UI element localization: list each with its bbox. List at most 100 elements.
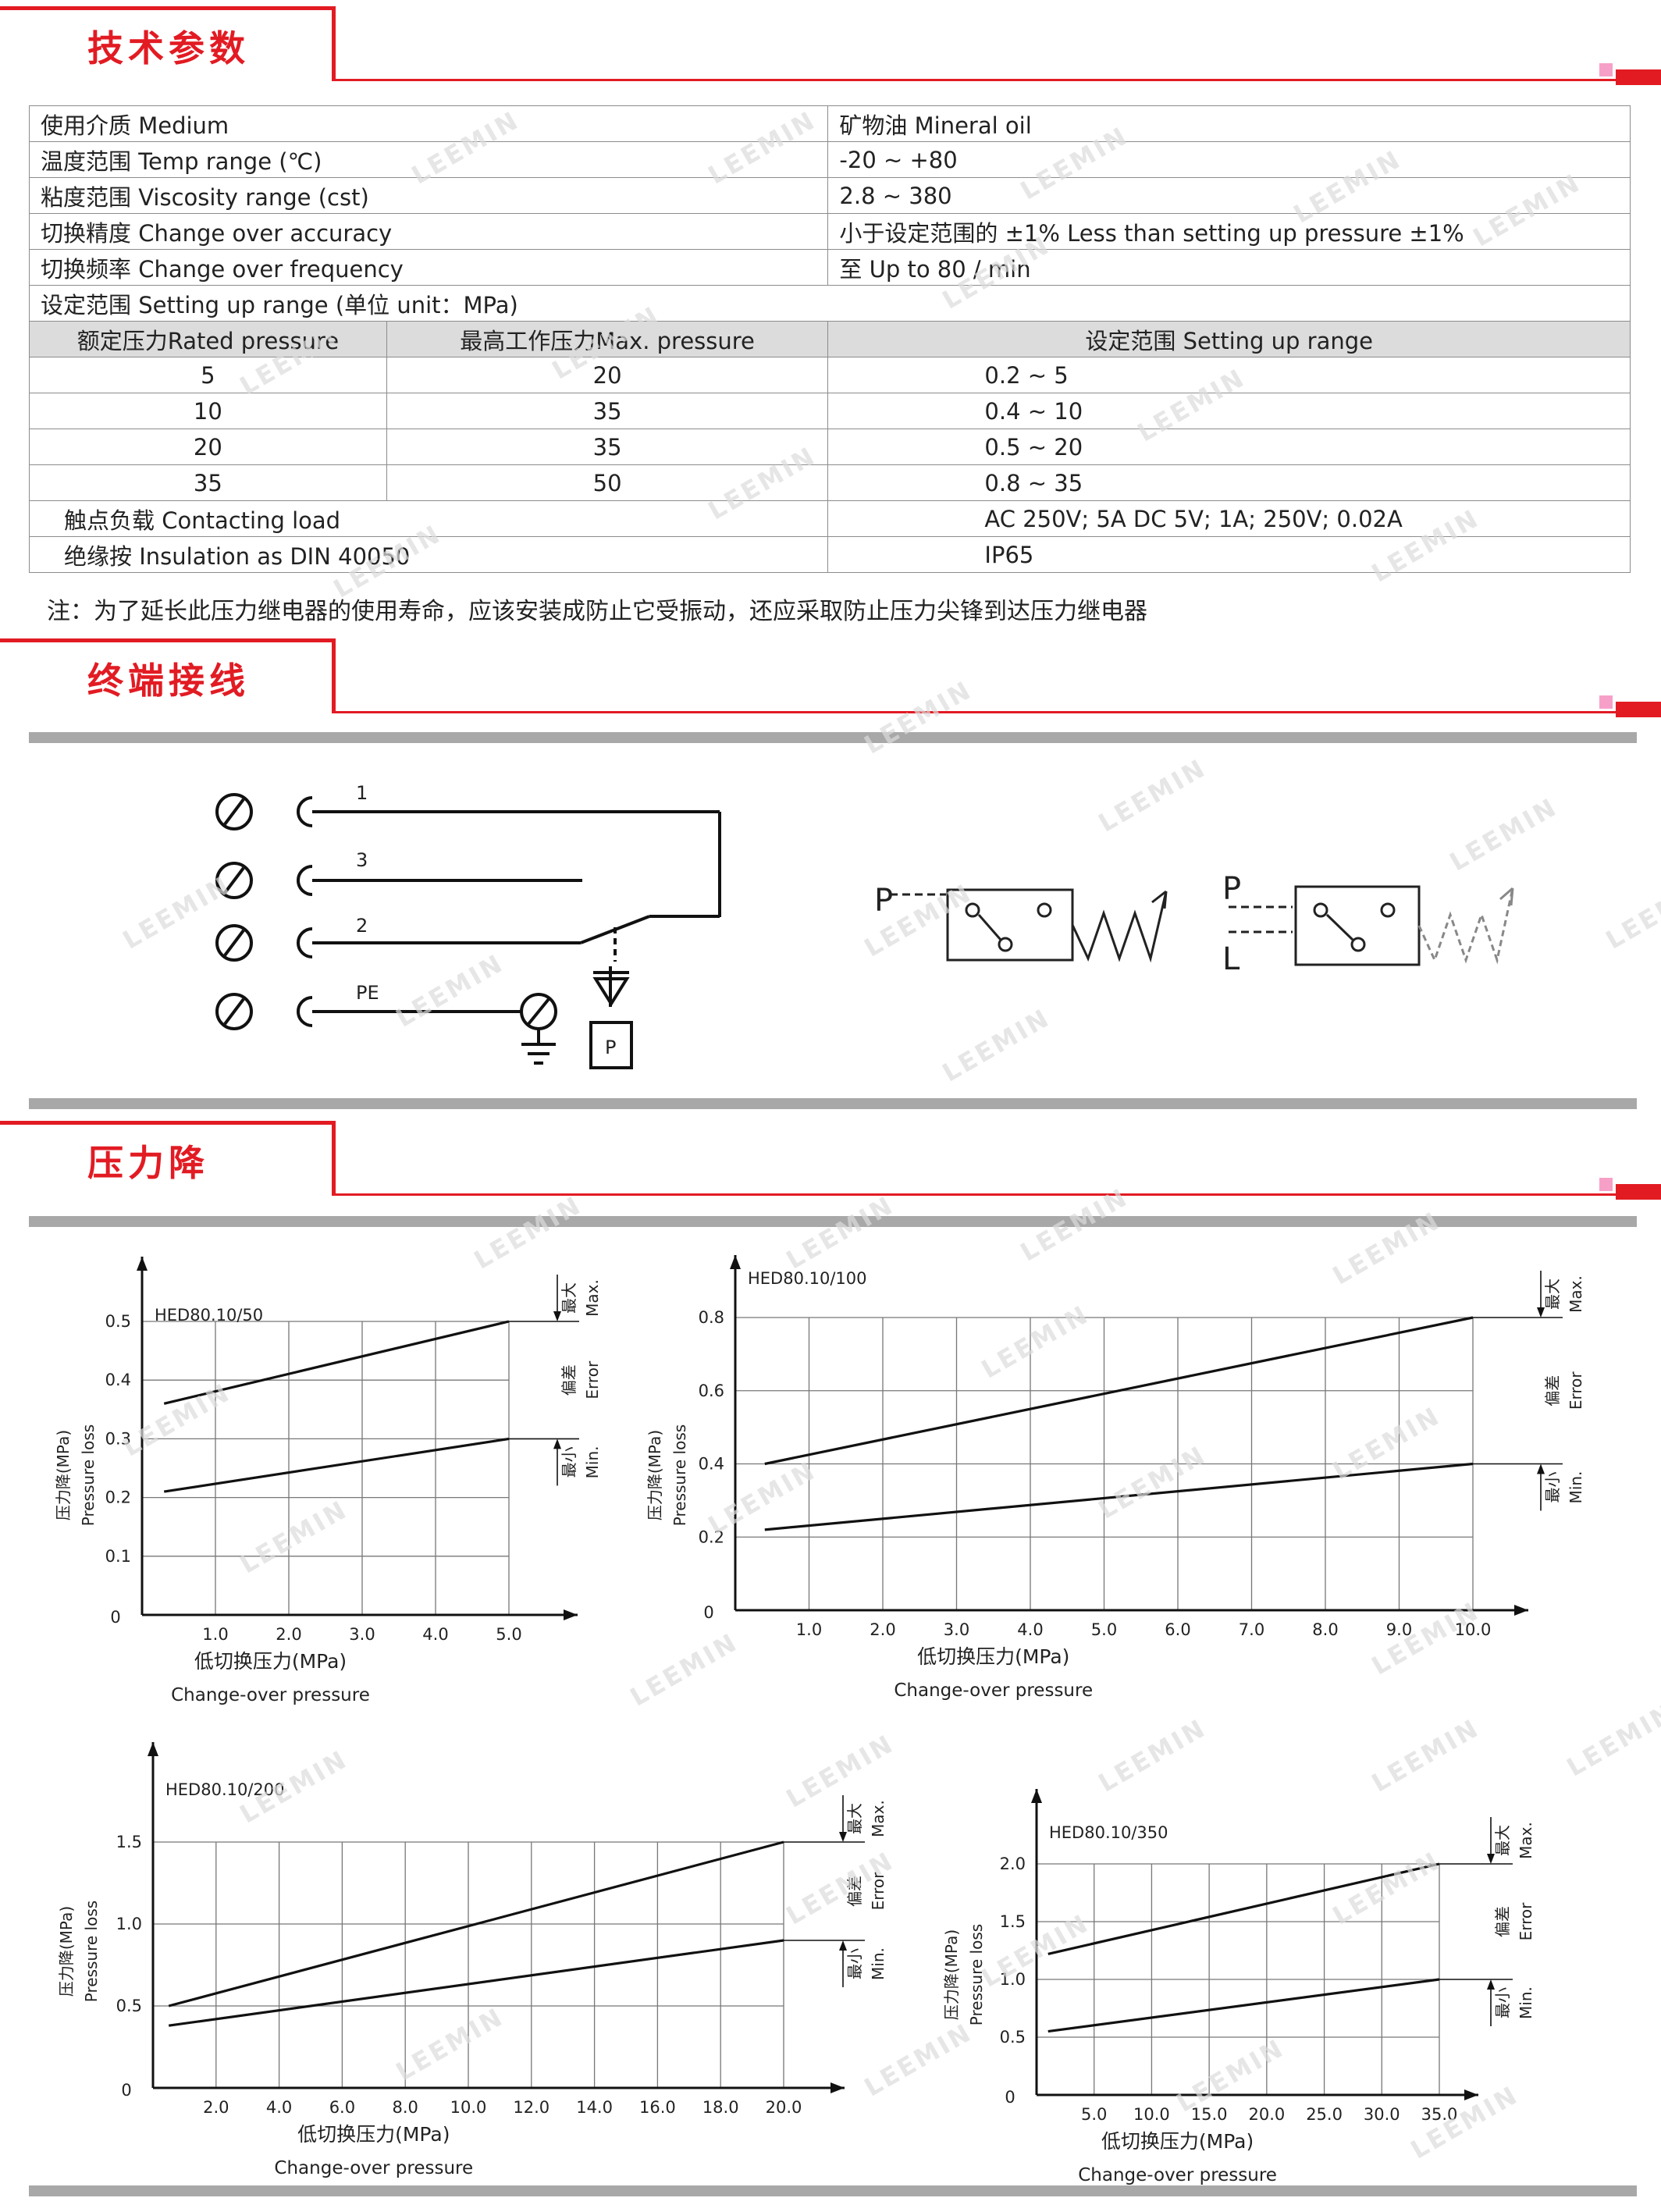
x-tick-label: 1.0 — [202, 1625, 228, 1644]
range-cell-max: 50 — [386, 464, 829, 501]
max-arrow-head — [839, 1832, 847, 1842]
series-line-min — [163, 1437, 510, 1493]
range-cell-setting: 0.2 ~ 5 — [827, 357, 1631, 393]
spec-label: 使用介质 Medium — [28, 105, 829, 142]
series-line-min — [1047, 1978, 1440, 2033]
x-tick-label: 25.0 — [1306, 2105, 1343, 2124]
pressure-sensor-icon — [589, 966, 633, 1069]
screw-terminal-pe — [215, 993, 313, 1030]
x-axis-label-cn: 低切换压力(MPa) — [917, 1645, 1069, 1668]
grey-divider — [29, 1098, 1637, 1109]
red-bar-mark — [1616, 702, 1661, 717]
x-tick-label: 4.0 — [422, 1625, 448, 1644]
grey-divider — [29, 732, 1637, 743]
section-tab-frame — [0, 638, 336, 713]
series-line-min — [764, 1462, 1474, 1531]
error-label-en: Error — [1567, 1371, 1585, 1410]
symbol2-p-label: P — [1222, 871, 1241, 907]
usage-note: 注：为了延长此压力继电器的使用寿命，应该安装成防止它受振动，还应采取防止压力尖锋… — [47, 598, 1147, 625]
origin-label: 0 — [703, 1603, 713, 1622]
max-label-cn: 最大 — [560, 1282, 578, 1314]
x-tick-label: 14.0 — [576, 2098, 613, 2117]
x-tick-label: 5.0 — [1091, 1620, 1117, 1639]
x-tick-label: 30.0 — [1364, 2105, 1400, 2124]
y-tick-label: 0.6 — [699, 1382, 724, 1400]
setting-caption-row: 设定范围 Setting up range (单位 unit：MPa) — [29, 285, 1631, 322]
error-label-cn: 偏差 — [845, 1876, 864, 1907]
insulation-value: IP65 — [827, 536, 1631, 573]
section-rule — [336, 79, 1616, 81]
section-title-wiring: 终端接线 — [87, 660, 250, 702]
max-label-en: Max. — [1517, 1822, 1535, 1859]
y-axis-arrow — [1031, 1789, 1042, 1803]
x-tick-label: 2.0 — [870, 1620, 895, 1639]
terminal-label-3: 3 — [356, 849, 368, 871]
error-label-cn: 偏差 — [560, 1364, 578, 1396]
max-label-en: Max. — [583, 1279, 602, 1317]
terminal-label-pe: PE — [356, 982, 379, 1004]
spec-value: 至 Up to 80 / min — [827, 249, 1631, 286]
origin-label: 0 — [121, 2081, 131, 2100]
screw-terminal-1 — [215, 793, 313, 830]
y-tick-label: 0.8 — [699, 1308, 724, 1327]
range-row: 20 35 0.5 ~ 20 — [29, 429, 1631, 465]
x-tick-label: 4.0 — [266, 2098, 292, 2117]
x-axis-arrow — [1514, 1605, 1528, 1616]
chart-title: HED80.10/100 — [748, 1269, 867, 1288]
y-tick-label: 1.5 — [1000, 1912, 1026, 1931]
y-tick-label: 0.4 — [699, 1455, 724, 1474]
origin-label: 0 — [110, 1608, 120, 1627]
x-tick-label: 5.0 — [496, 1625, 521, 1644]
sensor-label: P — [605, 1037, 616, 1058]
section-title-pressure: 压力降 — [87, 1142, 209, 1184]
y-axis-label-en: Pressure loss — [670, 1424, 689, 1526]
x-tick-label: 10.0 — [1133, 2105, 1170, 2124]
min-label-en: Min. — [1567, 1471, 1585, 1504]
terminal-label-2: 2 — [356, 915, 368, 937]
x-tick-label: 2.0 — [276, 1625, 301, 1644]
y-axis-label-en: Pressure loss — [79, 1424, 98, 1526]
pressure-section-header: 压力降 — [0, 1121, 1661, 1200]
spec-table: 使用介质 Medium 矿物油 Mineral oil 温度范围 Temp ra… — [28, 105, 1631, 573]
y-tick-label: 0.2 — [699, 1527, 724, 1546]
range-cell-setting: 0.4 ~ 10 — [827, 393, 1631, 429]
series-line-max — [163, 1320, 510, 1405]
y-axis-arrow — [730, 1255, 741, 1269]
min-label-cn: 最小 — [845, 1948, 864, 1979]
range-header-setting: 设定范围 Setting up range — [827, 321, 1631, 357]
chart-title: HED80.10/50 — [155, 1306, 263, 1325]
min-label-cn: 最小 — [1493, 1987, 1512, 2018]
screw-terminal-3 — [215, 862, 313, 899]
y-axis-arrow — [137, 1257, 148, 1271]
range-cell-max: 35 — [386, 429, 829, 465]
y-tick-label: 0.2 — [105, 1488, 131, 1507]
wiring-diagram: 1 3 2 PE P P P L — [215, 782, 1514, 1069]
spec-label: 粘度范围 Viscosity range (cst) — [28, 177, 829, 214]
load-row: 触点负载 Contacting load AC 250V; 5A DC 5V; … — [28, 500, 1631, 537]
x-tick-label: 8.0 — [392, 2098, 418, 2117]
min-label-en: Min. — [869, 1947, 887, 1980]
red-bar-mark — [1616, 69, 1661, 85]
x-axis-label-en: Change-over pressure — [171, 1685, 370, 1705]
range-row: 5 20 0.2 ~ 5 — [29, 357, 1631, 393]
error-label-en: Error — [1517, 1902, 1535, 1941]
grey-divider — [29, 1216, 1637, 1227]
y-axis-label-en: Pressure loss — [967, 1924, 986, 2025]
min-label-en: Min. — [1517, 1986, 1535, 2019]
spec-label: 切换精度 Change over accuracy — [28, 213, 829, 250]
screw-terminal-2 — [215, 924, 313, 962]
y-axis-label-cn: 压力降(MPa) — [942, 1929, 961, 2020]
wiring-section-header: 终端接线 — [0, 638, 1661, 718]
x-axis-label-en: Change-over pressure — [274, 2158, 473, 2178]
x-tick-label: 5.0 — [1081, 2105, 1107, 2124]
x-axis-label-en: Change-over pressure — [1078, 2165, 1277, 2185]
red-bar-mark — [1616, 1184, 1661, 1200]
y-tick-label: 0.5 — [105, 1312, 131, 1331]
pink-square-mark — [1599, 63, 1613, 76]
spec-value: 矿物油 Mineral oil — [827, 105, 1631, 142]
x-tick-label: 20.0 — [1248, 2105, 1285, 2124]
spec-section-header: 技术参数 — [0, 6, 1661, 86]
setting-caption: 设定范围 Setting up range (单位 unit：MPa) — [29, 285, 1631, 322]
x-axis-arrow — [830, 2082, 845, 2093]
